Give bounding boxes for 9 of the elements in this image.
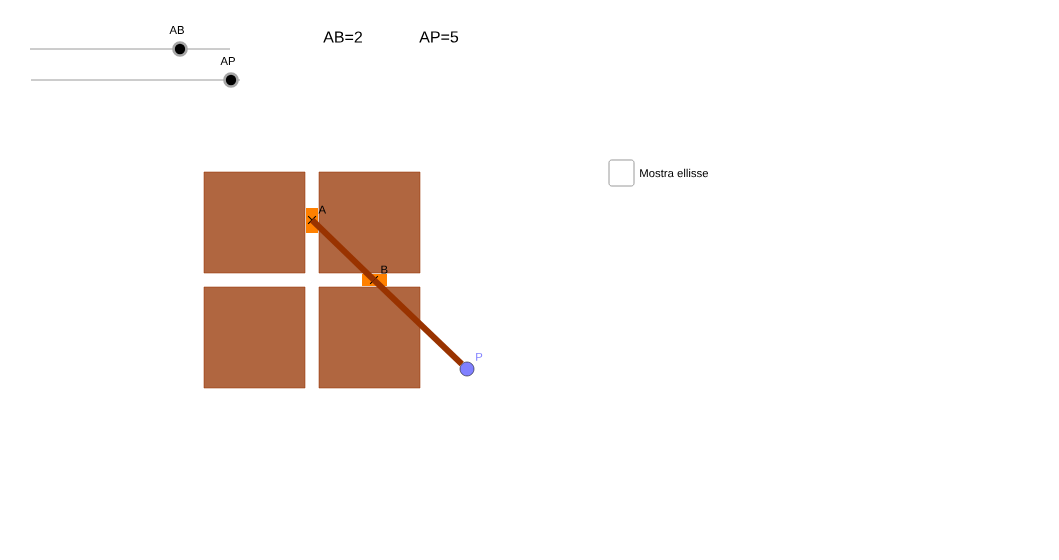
checkbox-label: Mostra ellisse [640,168,709,178]
value-text: AB=2 [323,31,362,43]
slider-label: AB [169,26,184,34]
rod [371,277,464,367]
node-label: P [476,352,483,361]
value-text: AP=5 [419,31,459,43]
point: P [459,352,483,377]
rod [309,217,377,283]
slider-label: AP [220,57,235,65]
